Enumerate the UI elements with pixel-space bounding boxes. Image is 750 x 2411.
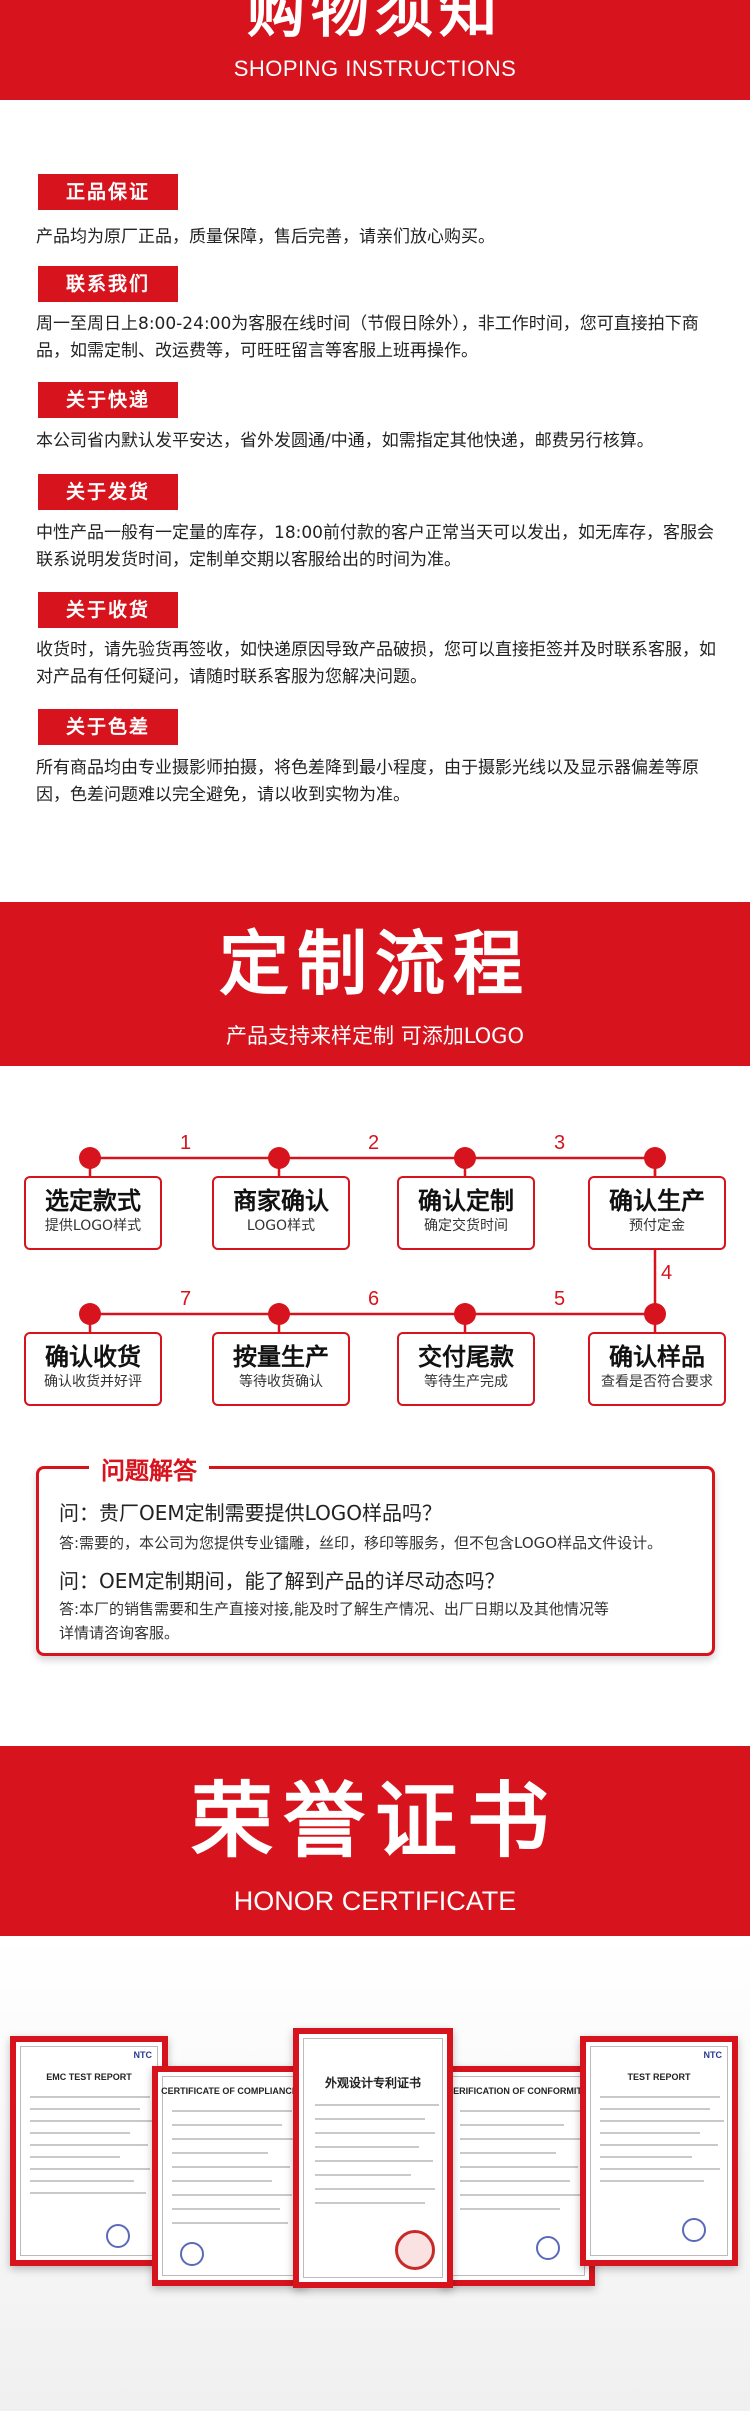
honor-title: 荣誉证书 [190,1774,559,1869]
section-label-express: 关于快递 [38,382,178,418]
certificate-heading: EMC TEST REPORT [46,2072,132,2082]
flow-number-4: 4 [661,1262,673,1284]
section-label-shipping: 关于发货 [38,474,178,510]
faq-answer-2: 答:本厂的销售需要和生产直接对接,能及时了解生产情况、出厂日期以及其他情况等详情… [59,1600,609,1642]
ntc-logo: NTC [703,2050,723,2060]
flow-step-title: 确认生产 [609,1187,705,1215]
shopping-title: 购物须知 [246,0,503,45]
shopping-banner: 购物须知 SHOPING INSTRUCTIONS [0,0,750,100]
flow-title: 定制流程 [219,923,531,1005]
flow-step-title: 商家确认 [233,1187,329,1215]
ntc-logo: NTC [133,2050,153,2060]
flow-step-title: 确认收货 [45,1343,141,1371]
flow-step-title: 交付尾款 [418,1343,514,1371]
faq-question-2: 问：OEM定制期间，能了解到产品的详尽动态吗？ [59,1569,505,1593]
certificate-conformity: VERIFICATION OF CONFORMITY [440,2066,595,2286]
flow-step-confirm-production: 确认生产 预付定金 [588,1176,726,1250]
flow-number-2: 2 [368,1132,380,1154]
certificate-compliance: CERTIFICATE OF COMPLIANCE [152,2066,307,2286]
patent-red-seal [395,2230,435,2270]
flow-number-5: 5 [554,1288,566,1310]
faq-question-1: 问：贵厂OEM定制需要提供LOGO样品吗？ [59,1501,443,1525]
certificate-test-report: NTC TEST REPORT [580,2036,738,2266]
section-text-genuine: 产品均为原厂正品，质量保障，售后完善，请亲们放心购买。 [36,227,495,247]
flow-subtitle: 产品支持来样定制 可添加LOGO [226,1024,524,1048]
flow-step-title: 确认定制 [418,1187,514,1215]
faq-box: 问题解答 问：贵厂OEM定制需要提供LOGO样品吗？ 答:需要的，本公司为您提供… [36,1451,715,1656]
faq-answer-1: 答:需要的，本公司为您提供专业镭雕，丝印，移印等服务，但不包含LOGO样品文件设… [59,1534,663,1552]
flow-step-merchant-confirm: 商家确认 LOGO样式 [212,1176,350,1250]
section-text-contact: 周一至周日上8:00-24:00为客服在线时间（节假日除外），非工作时间，您可直… [36,314,699,361]
section-text-receiving: 收货时，请先验货再签收，如快递原因导致产品破损，您可以直接拒签并及时联系客服，如… [36,640,716,687]
section-text-shipping: 中性产品一般有一定量的库存，18:00前付款的客户正常当天可以发出，如无库存，客… [36,523,714,570]
flow-step-confirm-receipt: 确认收货 确认收货并好评 [24,1332,162,1406]
flow-connector-lines [79,1147,666,1332]
flow-banner: 定制流程 产品支持来样定制 可添加LOGO [0,902,750,1066]
certificate-seal [180,2242,204,2266]
section-text-express: 本公司省内默认发平安达，省外发圆通/中通，如需指定其他快递，邮费另行核算。 [36,431,654,451]
flow-step-title: 确认样品 [609,1343,705,1371]
section-label-contact: 联系我们 [38,266,178,302]
flow-step-confirm-sample: 确认样品 查看是否符合要求 [588,1332,726,1406]
flow-number-1: 1 [180,1132,192,1154]
flow-diagram: 1 2 3 4 5 6 7 选定款式 提供LOGO样式 商家确认 LOGO样式 … [0,1066,750,1456]
certificate-heading: VERIFICATION OF CONFORMITY [447,2086,588,2096]
flow-step-select-style: 选定款式 提供LOGO样式 [24,1176,162,1250]
flow-step-sub: LOGO样式 [246,1218,316,1234]
faq-title-dash [71,1466,87,1469]
certificate-seal [536,2236,560,2260]
certificate-seal [106,2224,130,2248]
certificate-heading: TEST REPORT [627,2072,691,2082]
flow-step-sub: 提供LOGO样式 [44,1218,142,1234]
section-label-genuine: 正品保证 [38,174,178,210]
shopping-subtitle: SHOPING INSTRUCTIONS [233,56,517,81]
section-text-color: 所有商品均由专业摄影师拍摄，将色差降到最小程度，由于摄影光线以及显示器偏差等原因… [36,758,699,805]
flow-step-title: 选定款式 [45,1187,141,1215]
section-label-color: 关于色差 [38,709,178,745]
certificate-emc: NTC EMC TEST REPORT [10,2036,168,2266]
flow-step-sub: 等待生产完成 [424,1374,508,1390]
flow-step-sub: 确定交货时间 [424,1218,508,1234]
flow-step-sub: 等待收货确认 [239,1374,323,1390]
flow-step-final-payment: 交付尾款 等待生产完成 [397,1332,535,1406]
flow-number-6: 6 [368,1288,380,1310]
flow-step-title: 按量生产 [233,1343,329,1371]
honor-banner: 荣誉证书 HONOR CERTIFICATE [0,1746,750,1936]
flow-number-3: 3 [554,1132,566,1154]
certificate-heading: 外观设计专利证书 [324,2076,421,2090]
flow-step-confirm-custom: 确认定制 确定交货时间 [397,1176,535,1250]
section-label-receiving: 关于收货 [38,592,178,628]
flow-step-sub: 查看是否符合要求 [601,1374,713,1390]
flow-step-sub: 确认收货并好评 [44,1374,142,1390]
certificate-seal [682,2218,706,2242]
faq-title: 问题解答 [89,1451,209,1486]
honor-subtitle: HONOR CERTIFICATE [233,1886,517,1916]
certificate-heading: CERTIFICATE OF COMPLIANCE [161,2086,298,2096]
certificate-design-patent: 外观设计专利证书 [293,2028,453,2288]
flow-step-mass-production: 按量生产 等待收货确认 [212,1332,350,1406]
certificate-gallery: NTC EMC TEST REPORT CERTIFICATE OF COMPL… [0,1936,750,2411]
flow-step-sub: 预付定金 [629,1218,685,1234]
flow-number-7: 7 [180,1288,192,1310]
